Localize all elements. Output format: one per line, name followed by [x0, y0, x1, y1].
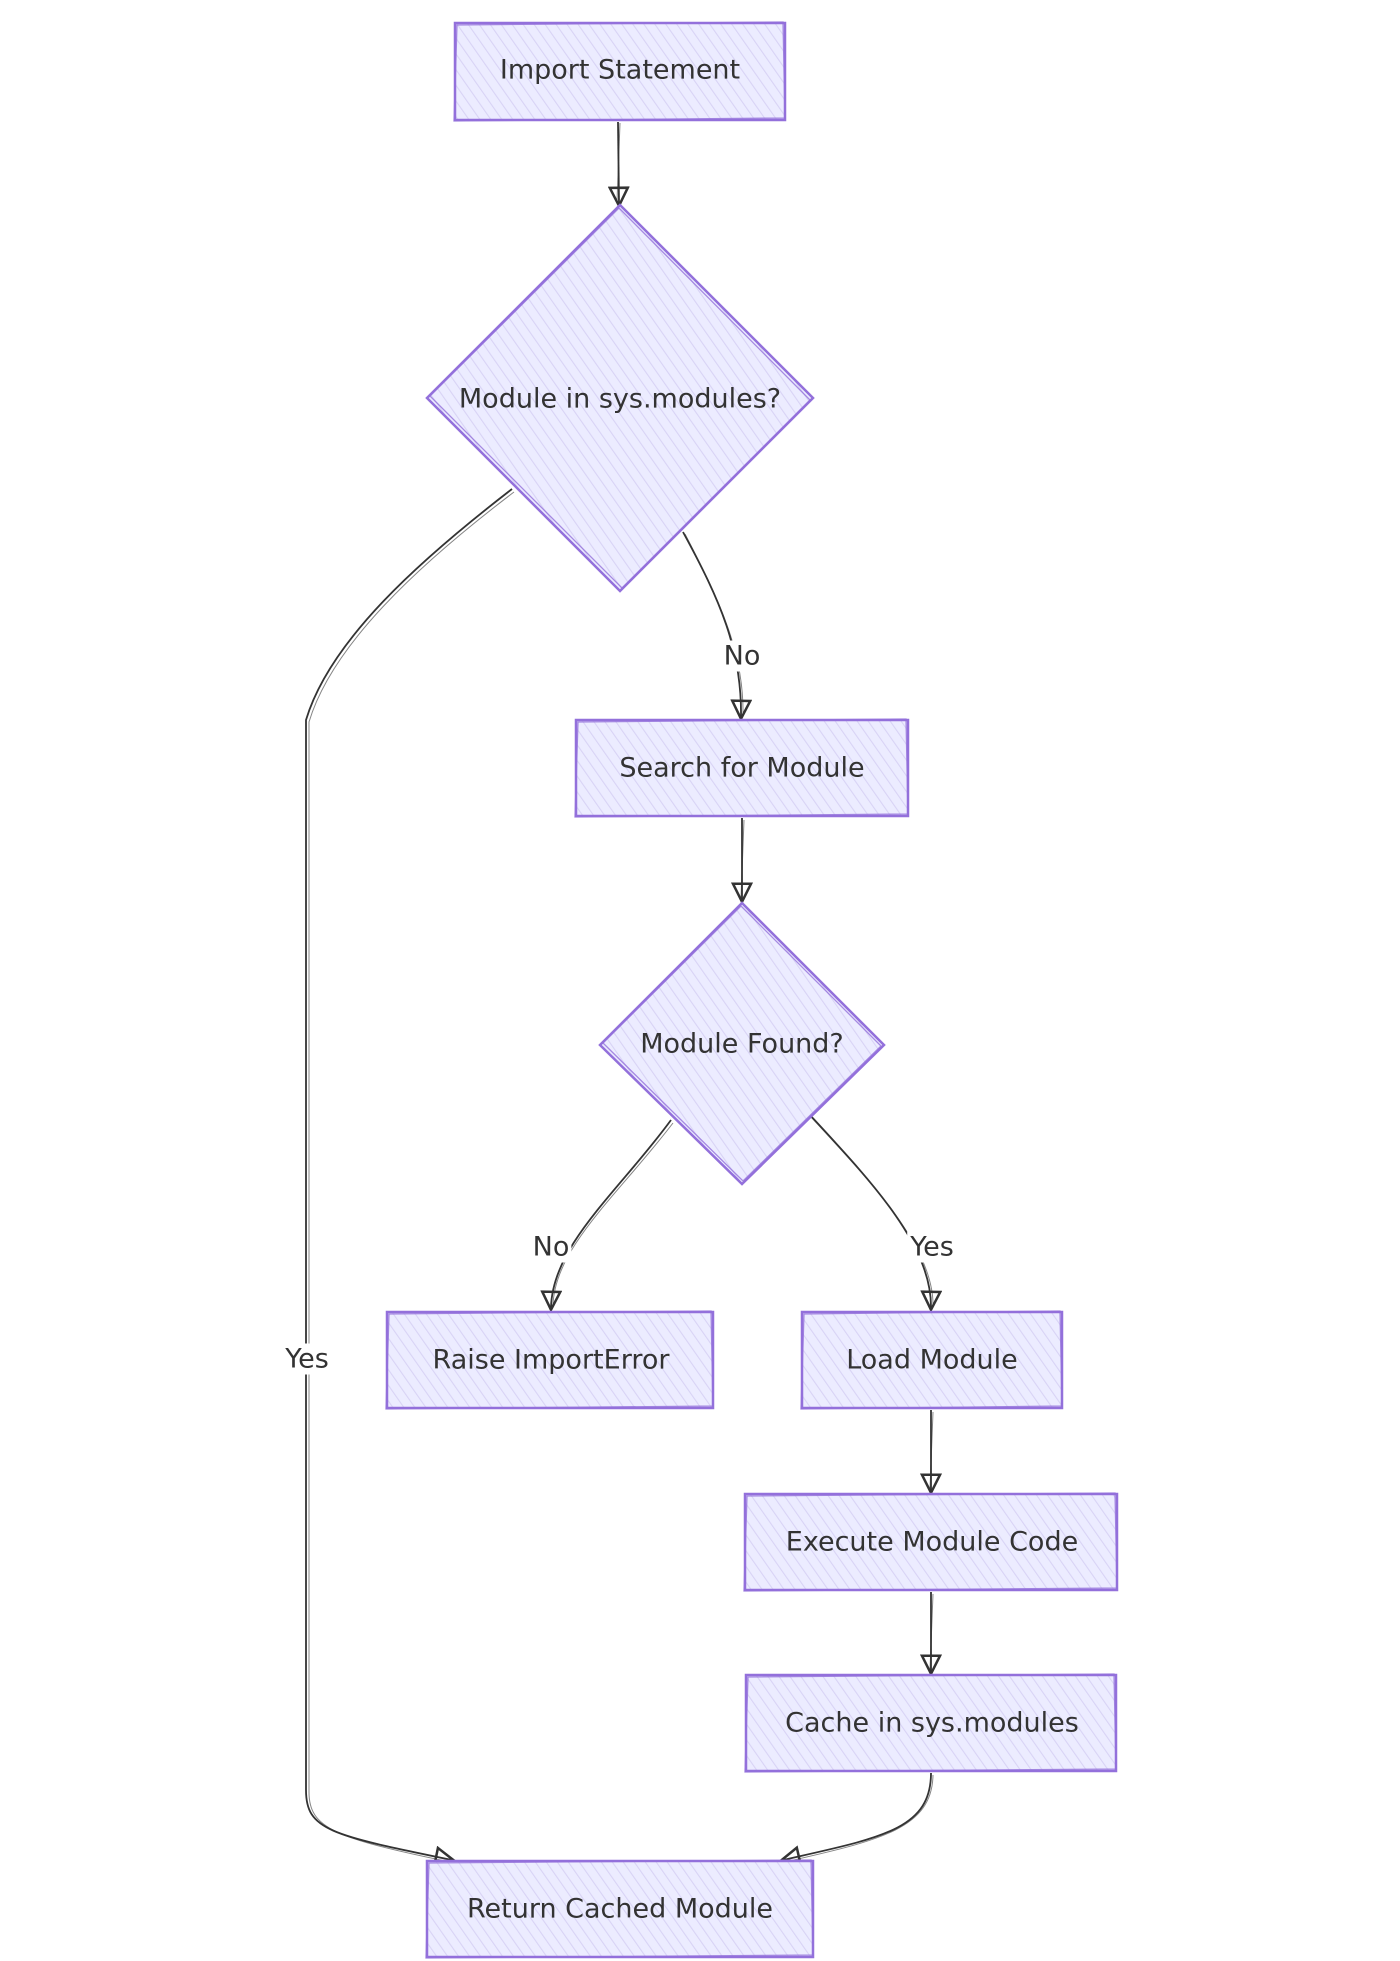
edge-label-found-yes: Yes — [909, 1232, 954, 1263]
edge-decision-yes-to-return — [305, 488, 515, 1862]
node-label-import-statement: Import Statement — [500, 55, 740, 86]
edge-found-no-to-raise — [551, 1119, 674, 1308]
nodes: Import Statement Module in sys.modules? … — [385, 21, 1119, 1959]
node-raise-import-error[interactable]: Raise ImportError — [385, 1310, 715, 1410]
node-load-module[interactable]: Load Module — [800, 1310, 1064, 1410]
edge-label-background — [530, 1231, 572, 1263]
edge-found-yes-to-load — [808, 1113, 933, 1308]
node-label-cache-module: Cache in sys.modules — [785, 1708, 1079, 1739]
edge-import-to-decision — [617, 121, 620, 204]
edge-search-to-found — [741, 818, 744, 900]
node-label-search-module: Search for Module — [619, 753, 864, 784]
node-label-module-found: Module Found? — [640, 1029, 844, 1060]
edge-labels: Yes No No Yes — [282, 640, 956, 1375]
node-label-raise-import-error: Raise ImportError — [433, 1345, 671, 1376]
node-label-load-module: Load Module — [846, 1345, 1018, 1376]
edge-label-found-no: No — [533, 1232, 570, 1263]
edge-label-background — [282, 1343, 331, 1375]
node-label-return-cached: Return Cached Module — [467, 1894, 773, 1925]
node-decision-in-sys-modules[interactable]: Module in sys.modules? — [425, 203, 815, 593]
edge-decision-no-to-search — [682, 531, 743, 717]
edge-cache-to-return — [783, 1772, 934, 1862]
node-execute-code[interactable]: Execute Module Code — [743, 1492, 1119, 1592]
edge-load-to-execute — [930, 1410, 933, 1491]
edge-execute-to-cache — [930, 1592, 933, 1672]
node-return-cached[interactable]: Return Cached Module — [425, 1859, 815, 1959]
edge-label-sys-no: No — [724, 641, 761, 672]
edge-label-background — [721, 640, 763, 672]
edge-label-background — [907, 1231, 956, 1263]
node-search-module[interactable]: Search for Module — [574, 718, 910, 818]
node-label-execute-code: Execute Module Code — [786, 1527, 1078, 1558]
edges — [305, 121, 934, 1862]
node-decision-module-found[interactable]: Module Found? — [598, 901, 886, 1186]
node-cache-module[interactable]: Cache in sys.modules — [744, 1673, 1118, 1773]
node-import-statement[interactable]: Import Statement — [453, 21, 787, 122]
edge-label-sys-yes: Yes — [284, 1344, 329, 1375]
node-label-in-sys-modules: Module in sys.modules? — [459, 384, 781, 415]
